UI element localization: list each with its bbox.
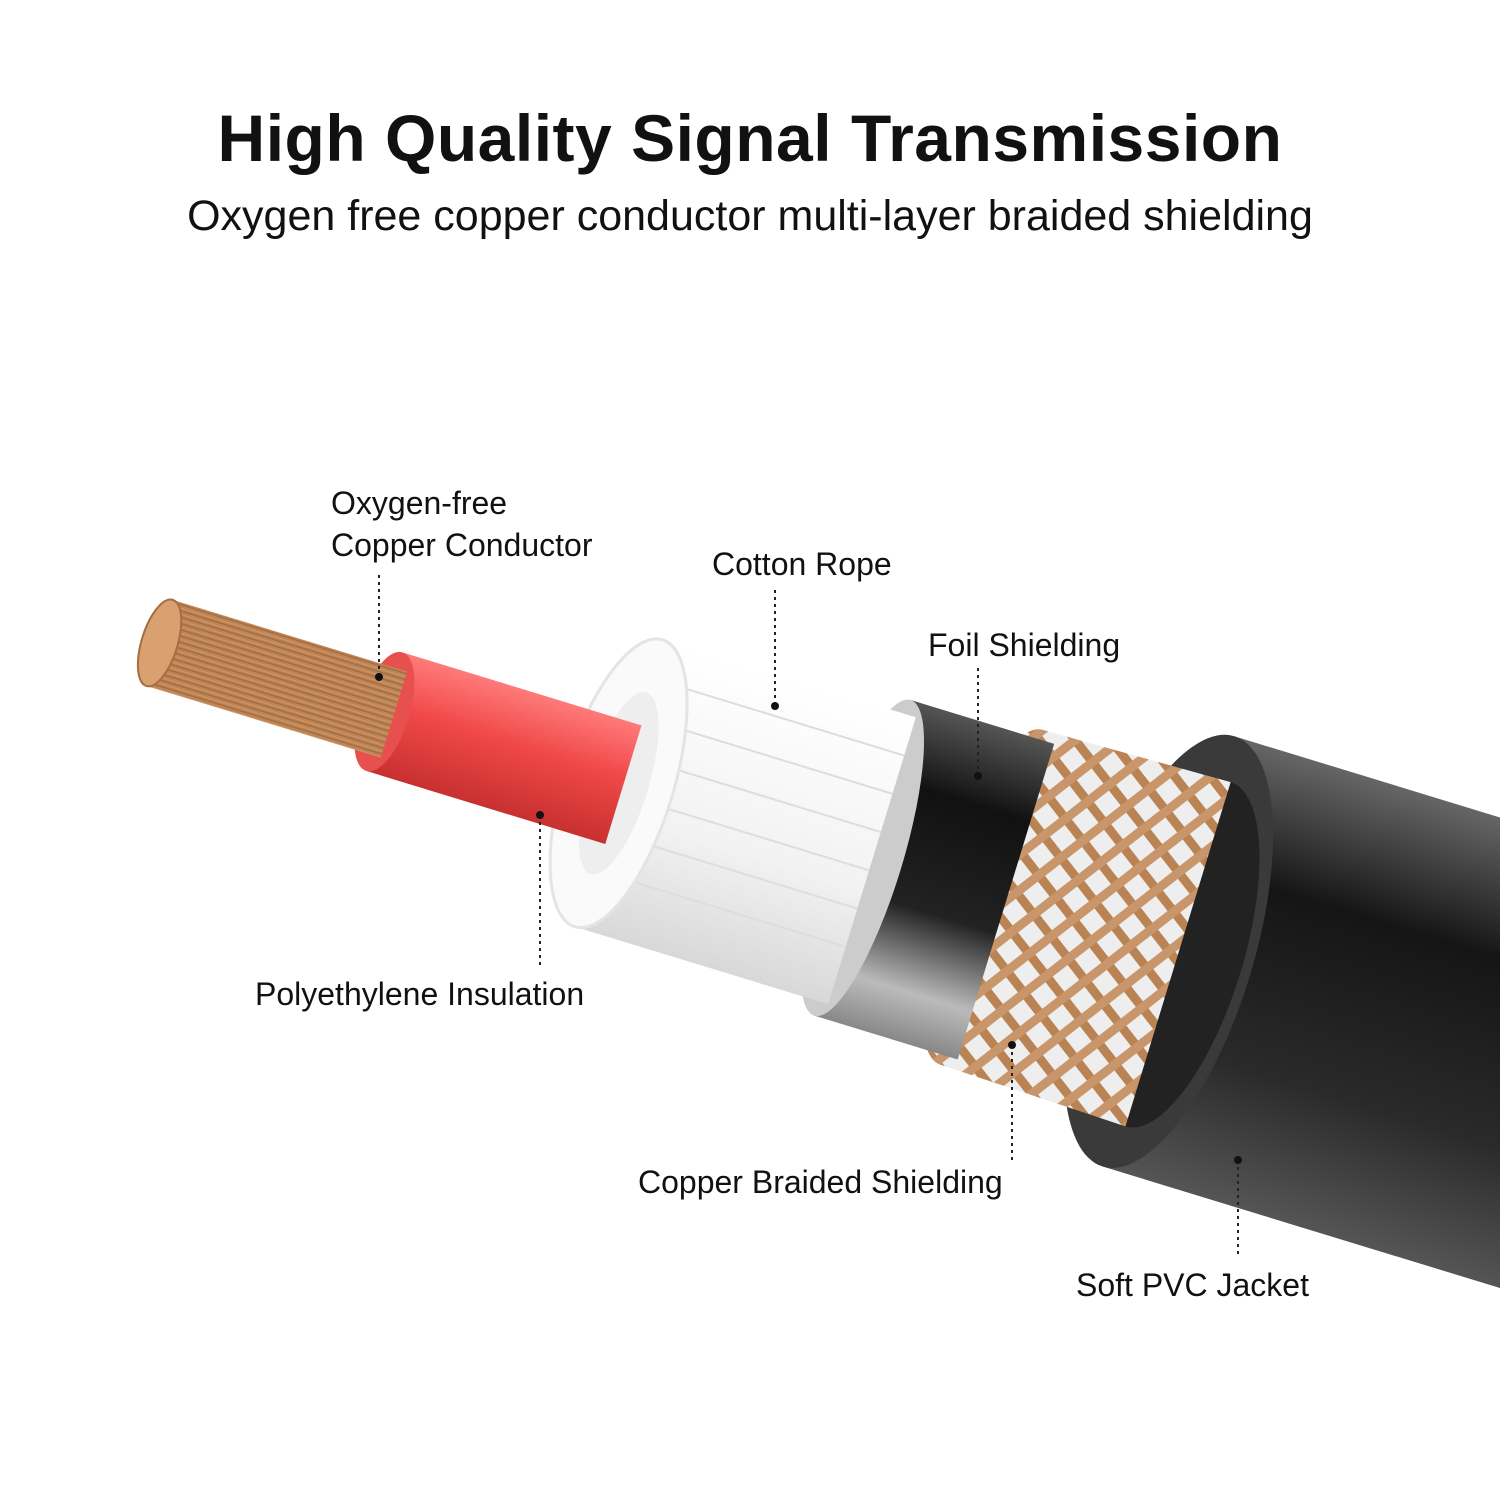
page-subtitle: Oxygen free copper conductor multi-layer… (187, 192, 1313, 240)
marker-dot (1234, 1156, 1242, 1164)
marker-dot (974, 772, 982, 780)
label-insulation: Polyethylene Insulation (255, 976, 585, 1012)
label-jacket: Soft PVC Jacket (1076, 1267, 1309, 1303)
label-conductor: Oxygen-free Copper Conductor (331, 482, 592, 566)
label-braid: Copper Braided Shielding (638, 1164, 1003, 1200)
marker-dot (375, 673, 383, 681)
marker-dot (771, 702, 779, 710)
copper-conductor (136, 598, 408, 758)
label-conductor-line2: Copper Conductor (331, 527, 593, 563)
marker-dot (536, 811, 544, 819)
marker-dot (1008, 1041, 1016, 1049)
label-cotton: Cotton Rope (712, 546, 892, 582)
label-conductor-line1: Oxygen-free (331, 485, 508, 521)
page-title: High Quality Signal Transmission (217, 101, 1283, 175)
label-foil: Foil Shielding (928, 627, 1121, 663)
